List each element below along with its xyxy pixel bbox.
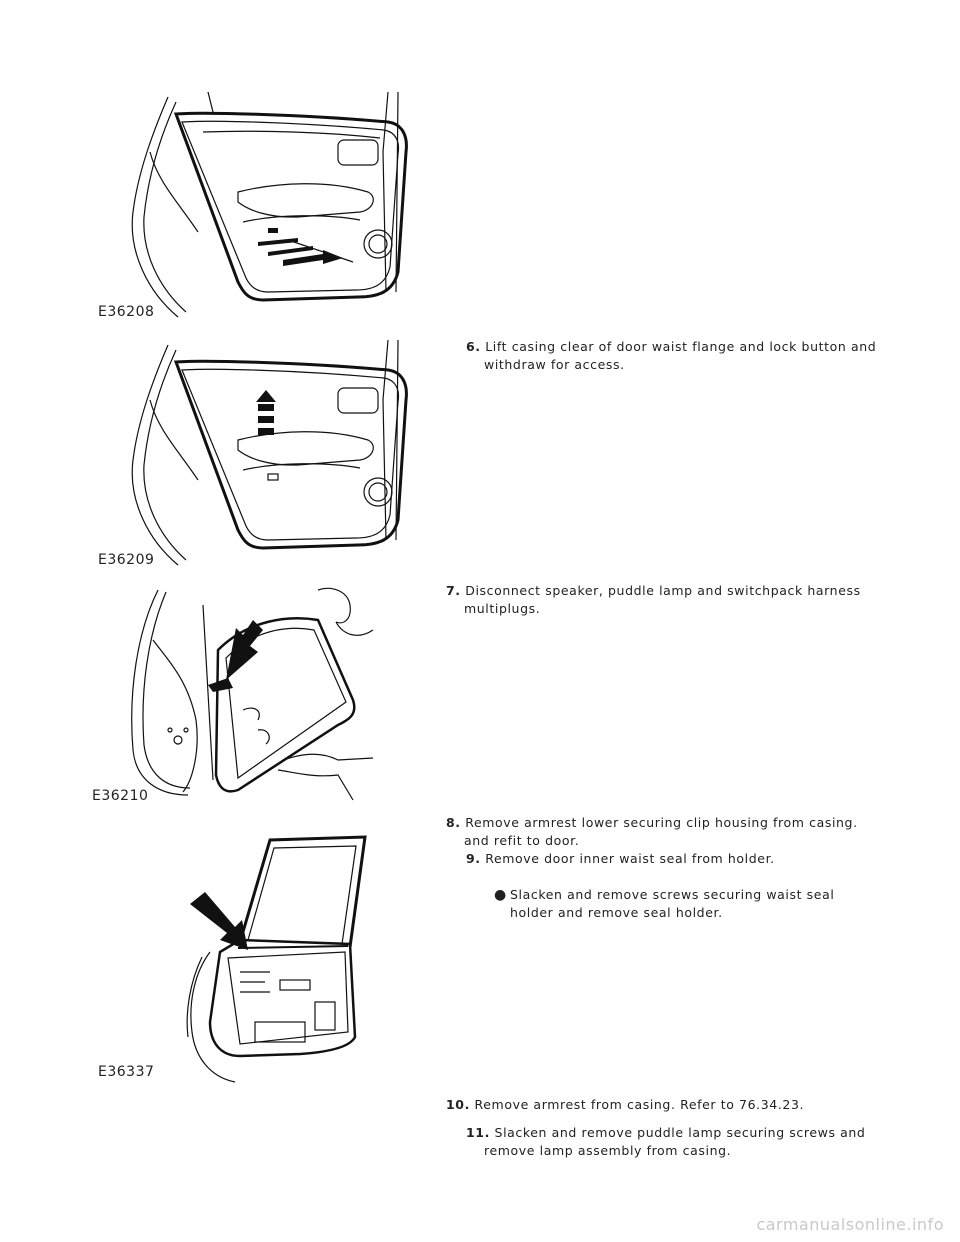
bullet-text: Slacken and remove screws securing waist… xyxy=(510,887,835,920)
watermark: carmanualsonline.info xyxy=(756,1215,944,1234)
figure-code-e36208: E36208 xyxy=(98,304,155,320)
step-11: 11. Slacken and remove puddle lamp secur… xyxy=(466,1124,884,1160)
figure-e36210 xyxy=(118,580,388,805)
step-11-number: 11. xyxy=(466,1125,490,1140)
step-9-number: 9. xyxy=(466,851,481,866)
bullet-waist-seal-holder: ● Slacken and remove screws securing wai… xyxy=(494,886,870,922)
figure-e36337 xyxy=(180,832,380,1084)
step-8-number: 8. xyxy=(446,815,461,830)
step-7-number: 7. xyxy=(446,583,461,598)
step-9: 9. Remove door inner waist seal from hol… xyxy=(466,850,884,868)
figure-code-e36337: E36337 xyxy=(98,1064,155,1080)
step-6: 6. Lift casing clear of door waist flang… xyxy=(466,338,884,374)
step-6-text: Lift casing clear of door waist flange a… xyxy=(484,339,877,372)
step-7-text: Disconnect speaker, puddle lamp and swit… xyxy=(464,583,861,616)
step-9-text: Remove door inner waist seal from holder… xyxy=(485,851,775,866)
step-10-number: 10. xyxy=(446,1097,470,1112)
step-11-text: Slacken and remove puddle lamp securing … xyxy=(484,1125,866,1158)
door-waist-seal-illustration xyxy=(186,835,367,1083)
figure-e36209 xyxy=(98,340,418,570)
step-10-text: Remove armrest from casing. Refer to 76.… xyxy=(474,1097,805,1112)
multiplug-illustration xyxy=(131,587,374,801)
figure-code-e36210: E36210 xyxy=(92,788,149,804)
figure-e36208 xyxy=(98,92,418,322)
step-8: 8. Remove armrest lower securing clip ho… xyxy=(446,814,864,850)
step-10: 10. Remove armrest from casing. Refer to… xyxy=(446,1096,864,1114)
door-casing-illustration-1 xyxy=(131,92,408,318)
bullet-icon: ● xyxy=(494,887,507,903)
door-casing-illustration-2 xyxy=(131,340,408,566)
step-6-number: 6. xyxy=(466,339,481,354)
figure-code-e36209: E36209 xyxy=(98,552,155,568)
step-8-text: Remove armrest lower securing clip housi… xyxy=(464,815,858,848)
step-7: 7. Disconnect speaker, puddle lamp and s… xyxy=(446,582,864,618)
